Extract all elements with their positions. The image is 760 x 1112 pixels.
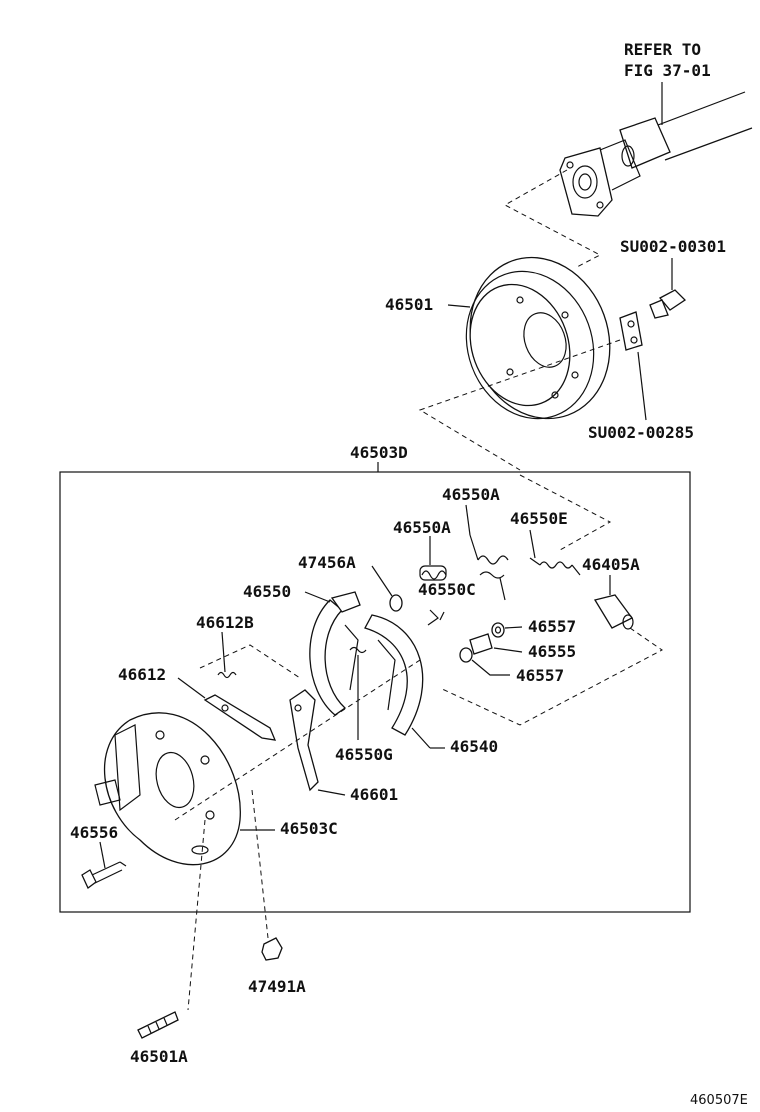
label-46601: 46601 [350, 785, 398, 804]
refer-line2: FIG 37-01 [624, 61, 711, 80]
hold-down-spring [419, 536, 447, 581]
brake-shoe-46540 [364, 614, 445, 749]
brake-drum [465, 256, 611, 420]
label-46556: 46556 [70, 823, 118, 842]
spring-seat-group [459, 622, 523, 676]
label-46557-a: 46557 [528, 617, 576, 636]
label-47491a: 47491A [248, 977, 306, 996]
label-46503d: 46503D [350, 443, 408, 462]
label-46550c: 46550C [418, 580, 476, 599]
bleeder-plug [593, 575, 634, 630]
label-su002-00301: SU002-00301 [620, 237, 726, 256]
clip-46550c [427, 609, 445, 626]
propeller-shaft-flange [559, 82, 753, 217]
return-spring-upper [465, 504, 509, 601]
lever-46612 [177, 677, 277, 741]
stud-46501a [137, 819, 206, 1039]
spring-46612b [217, 631, 237, 679]
brake-shoe-46550 [304, 591, 361, 716]
drum-plate [619, 311, 647, 421]
label-46540: 46540 [450, 737, 498, 756]
label-46555: 46555 [528, 642, 576, 661]
label-46550e: 46550E [510, 509, 568, 528]
figure-code: 460507E [690, 1093, 748, 1108]
label-46557-b: 46557 [516, 666, 564, 685]
label-46550: 46550 [243, 582, 291, 601]
label-46612: 46612 [118, 665, 166, 684]
assembly-box [59, 471, 691, 913]
label-46501a: 46501A [130, 1047, 188, 1066]
label-46550g: 46550G [335, 745, 393, 764]
label-su002-00285: SU002-00285 [588, 423, 694, 442]
label-47456a: 47456A [298, 553, 356, 572]
bolt-46556 [81, 841, 127, 890]
label-46550a-top: 46550A [442, 485, 500, 504]
spring-46550g [349, 646, 367, 740]
parking-lever [289, 689, 346, 796]
refer-line1: REFER TO [624, 40, 701, 59]
label-46501: 46501 [385, 295, 433, 314]
adjuster-spring [529, 529, 581, 576]
label-46550a: 46550A [393, 518, 451, 537]
label-46612b: 46612B [196, 613, 254, 632]
backing-plate [94, 712, 275, 866]
drum-bolt [649, 258, 687, 319]
pin-47456a [371, 565, 403, 612]
nut-47491a [251, 789, 283, 961]
label-46503c: 46503C [280, 819, 338, 838]
label-46405a: 46405A [582, 555, 640, 574]
